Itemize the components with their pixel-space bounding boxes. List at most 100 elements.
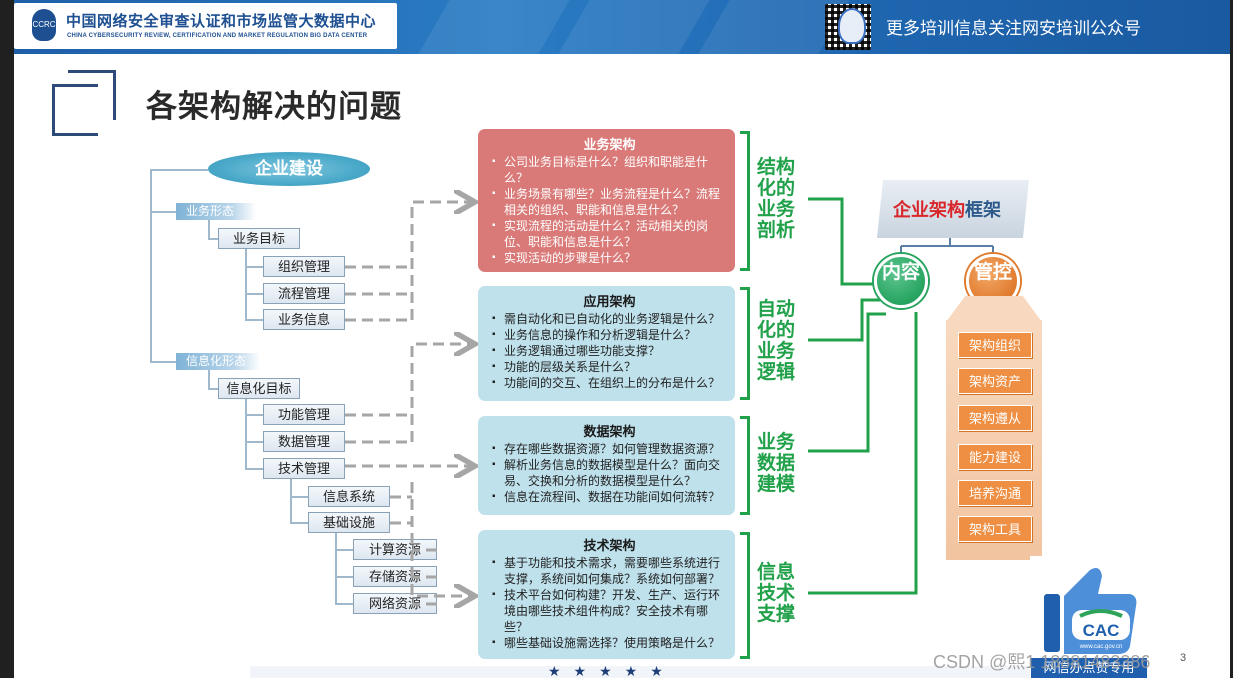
data-architecture-title: 数据架构 — [583, 424, 636, 439]
tech-support-label: 信息技术支撑 — [756, 562, 795, 625]
org-mgmt-node: 组织管理 — [263, 256, 345, 277]
list-item: 技术平台如何构建？开发、生产、运行环境由哪些技术组件构成？安全技术有哪些？ — [492, 587, 727, 635]
business-info-node: 业务信息 — [263, 309, 345, 330]
info-form-label: 信息化形态 — [176, 353, 260, 370]
infrastructure-node: 基础设施 — [308, 512, 390, 533]
page-title: 各架构解决的问题 — [146, 89, 402, 124]
cac-logo-text: CAC — [1083, 621, 1120, 640]
business-logic-label: 自动化的业务逻辑 — [756, 299, 795, 383]
tree-connector — [208, 220, 210, 240]
arrow-to-business — [410, 202, 472, 320]
org-logo: CCRC 中国网络安全审查认证和市场监管大数据中心 CHINA CYBERSEC… — [14, 3, 397, 49]
control-panel-top — [946, 296, 1042, 322]
tree-connector — [290, 522, 308, 524]
header-promo-text: 更多培训信息关注网安培训公众号 — [886, 19, 1141, 38]
tree-connector — [245, 399, 247, 470]
footer-stars: ★★★★★ — [548, 663, 676, 678]
business-architecture-list: 公司业务目标是什么？组织和职能是什么？ 业务场景有哪些？业务流程是什么？流程相关… — [492, 154, 727, 266]
tree-connector — [150, 211, 176, 213]
info-goal-node: 信息化目标 — [218, 378, 300, 399]
framework-title: 企业架构框架 — [893, 196, 1001, 222]
data-architecture-box: 数据架构 存在哪些数据资源？如何管理数据资源？ 解析业务信息的数据模型是什么？面… — [478, 416, 735, 515]
function-mgmt-node: 功能管理 — [263, 404, 345, 425]
list-item: 存在哪些数据资源？如何管理数据资源？ — [492, 441, 727, 457]
list-item: 解析业务信息的数据模型是什么？面向交易、交换和分析的数据模型是什么？ — [492, 457, 727, 489]
tree-connector — [150, 169, 152, 363]
tree-connector — [335, 576, 353, 578]
tree-connector — [150, 169, 208, 171]
list-item: 功能的层级关系是什么？ — [492, 359, 727, 375]
technology-architecture-list: 基于功能和技术需求，需要哪些系统进行支撑，系统间如何集成？系统如何部署？ 技术平… — [492, 555, 727, 651]
tree-connector — [290, 479, 292, 523]
tree-connector — [290, 496, 308, 498]
list-item: 信息在流程间、数据在功能间如何流转？ — [492, 489, 727, 505]
tree-connector — [245, 249, 247, 321]
compute-resource-node: 计算资源 — [353, 539, 437, 560]
list-item: 需自动化和已自动化的业务逻辑是什么？ — [492, 311, 727, 327]
green-line — [808, 312, 918, 595]
technology-bracket — [740, 532, 750, 659]
tree-connector — [208, 238, 218, 240]
info-system-node: 信息系统 — [308, 486, 390, 507]
content-circle: 内容 — [874, 254, 928, 308]
tree-connector — [245, 468, 263, 470]
title-bracket-icon — [52, 70, 116, 138]
business-bracket — [740, 131, 750, 271]
data-bracket — [740, 416, 750, 515]
emblem-icon: CCRC — [32, 9, 56, 41]
application-architecture-title: 应用架构 — [583, 294, 636, 309]
org-name-cn: 中国网络安全审查认证和市场监管大数据中心 — [66, 13, 377, 30]
list-item: 功能间的交互、在组织上的分布是什么？ — [492, 375, 727, 391]
list-item: 公司业务目标是什么？组织和职能是什么？ — [492, 154, 727, 186]
control-item: 能力建设 — [958, 444, 1032, 470]
application-architecture-list: 需自动化和已自动化的业务逻辑是什么？ 业务信息的操作和分析逻辑是什么？ 业务逻辑… — [492, 311, 727, 391]
cac-caption: 网信办点赞专用 — [1031, 658, 1147, 678]
org-name-en: CHINA CYBERSECURITY REVIEW, CERTIFICATIO… — [67, 33, 368, 39]
tree-connector — [245, 293, 263, 295]
thumbs-up-icon: CAC www.cac.gov.cn — [1044, 568, 1137, 654]
enterprise-building-node: 企业建设 — [208, 152, 370, 186]
right-edge — [1230, 0, 1233, 678]
left-edge — [0, 0, 14, 678]
network-resource-node: 网络资源 — [353, 593, 437, 614]
control-item: 架构工具 — [958, 516, 1032, 542]
list-item: 业务逻辑通过哪些功能支撑？ — [492, 343, 727, 359]
tree-connector — [208, 388, 218, 390]
list-item: 哪些基础设施需选择？使用策略是什么？ — [492, 635, 727, 651]
business-architecture-title: 业务架构 — [583, 137, 636, 152]
application-bracket — [740, 287, 750, 400]
framework-title-red: 企业架构 — [893, 200, 965, 220]
data-architecture-list: 存在哪些数据资源？如何管理数据资源？ 解析业务信息的数据模型是什么？面向交易、交… — [492, 441, 727, 505]
header-stripe — [558, 0, 710, 54]
tree-connector — [335, 603, 353, 605]
control-item: 培养沟通 — [958, 480, 1032, 506]
csdn-watermark: CSDN @熙1 18881483386 — [933, 652, 1151, 672]
green-line — [808, 298, 880, 342]
control-item: 架构遵从 — [958, 405, 1032, 431]
list-item: 业务场景有哪些？业务流程是什么？流程相关的组织、职能和信息是什么？ — [492, 186, 727, 218]
list-item: 实现活动的步骤是什么？ — [492, 250, 727, 266]
mascot-icon — [838, 8, 866, 44]
tree-connector — [208, 370, 210, 390]
data-modeling-label: 业务数据建模 — [756, 432, 795, 495]
control-item: 架构组织 — [958, 332, 1032, 358]
tree-connector — [245, 266, 263, 268]
business-architecture-box: 业务架构 公司业务目标是什么？组织和职能是什么？ 业务场景有哪些？业务流程是什么… — [478, 129, 735, 272]
tree-connector — [245, 319, 263, 321]
business-analysis-label: 结构化的业务剖析 — [756, 157, 795, 241]
tech-mgmt-node: 技术管理 — [263, 458, 345, 479]
header-stripe — [418, 0, 570, 54]
process-mgmt-node: 流程管理 — [263, 283, 345, 304]
tree-connector — [335, 532, 337, 605]
data-mgmt-node: 数据管理 — [263, 431, 345, 452]
storage-resource-node: 存储资源 — [353, 566, 437, 587]
footer-bar — [250, 666, 1030, 678]
tree-connector — [245, 414, 263, 416]
arrow-to-application — [410, 344, 472, 442]
tree-connector — [150, 361, 176, 363]
technology-architecture-title: 技术架构 — [583, 538, 636, 553]
tree-connector — [335, 549, 353, 551]
control-item: 架构资产 — [958, 368, 1032, 394]
green-line — [808, 312, 886, 453]
business-form-label: 业务形态 — [176, 203, 256, 220]
